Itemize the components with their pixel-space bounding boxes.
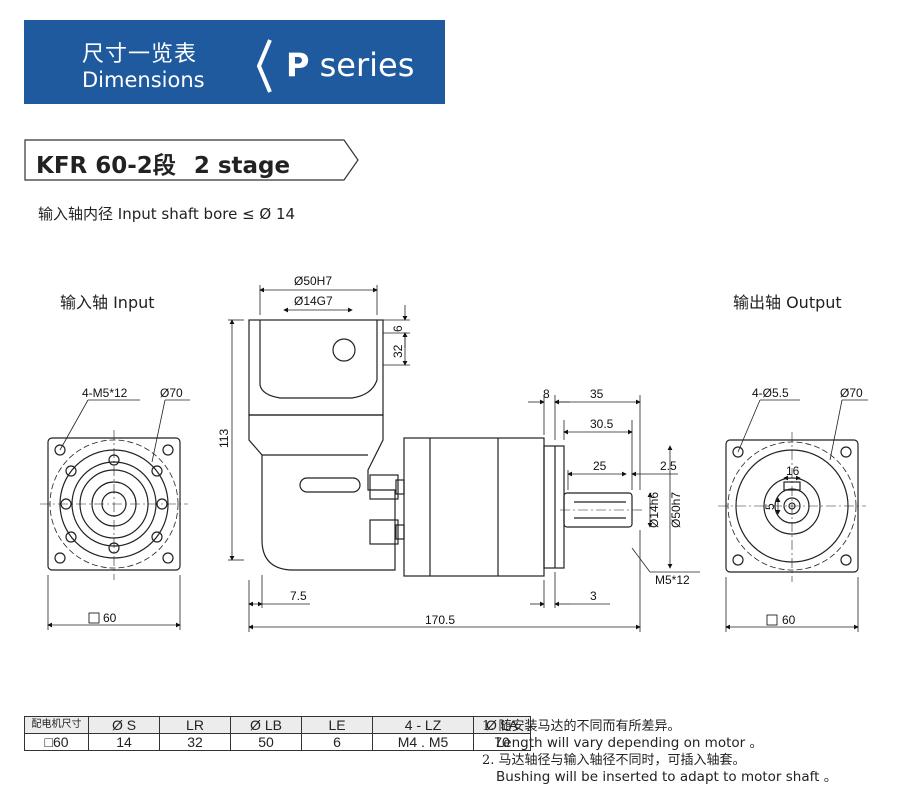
model-stage: 2 stage — [193, 153, 291, 179]
output-view-label: 输出轴 Output — [733, 293, 842, 312]
depth-6-dim: 6 — [391, 325, 405, 332]
title-en: Dimensions — [82, 68, 205, 92]
tap-m5-dim: M5*12 — [655, 573, 690, 587]
key-16-dim: 16 — [786, 464, 800, 478]
table-row: □60 14 32 50 6 M4 . M5 70 — [24, 733, 531, 751]
key-5-dim: 5 — [763, 503, 777, 510]
gearbox-side-view — [248, 319, 645, 577]
notes: 1. 随安装马达的不同而有所差异。 Length will vary depen… — [482, 718, 837, 786]
note-1-cn: 1. 随安装马达的不同而有所差异。 — [482, 719, 681, 734]
len-8-dim: 8 — [543, 387, 550, 401]
series-title: P series — [286, 46, 414, 84]
model-code: KFR 60-2段 — [36, 153, 176, 179]
col-lr: LR — [159, 716, 231, 734]
col-lz: 4 - LZ — [372, 716, 474, 734]
col-s: Ø S — [88, 716, 160, 734]
bore-h7-dim: Ø50H7 — [294, 274, 332, 288]
col-motor-size: 配电机尺寸 — [24, 716, 89, 734]
bore-g7-dim: Ø14G7 — [294, 294, 333, 308]
series-word: series — [319, 46, 415, 84]
input-view-label: 输入轴 Input — [60, 293, 155, 312]
input-square-dim: 60 — [103, 611, 117, 625]
model-title: KFR 60-2段 2 stage — [24, 139, 360, 181]
shaft-14h6-dim: Ø14h6 — [647, 492, 661, 528]
note-2-cn: 2. 马达轴径与输入轴径不同时，可插入轴套。 — [482, 753, 746, 768]
len-7-5-dim: 7.5 — [290, 589, 307, 603]
height-113-dim: 113 — [217, 429, 231, 448]
motor-size-table: 配电机尺寸 Ø S LR Ø LB LE 4 - LZ Ø LA □60 14 … — [24, 716, 531, 751]
cell-lz: M4 . M5 — [372, 733, 474, 751]
len-3-dim: 3 — [590, 589, 597, 603]
note-1-en: Length will vary depending on motor 。 — [496, 735, 763, 751]
cell-size: □60 — [24, 733, 89, 751]
table-header-row: 配电机尺寸 Ø S LR Ø LB LE 4 - LZ Ø LA — [24, 716, 531, 734]
output-flange-view — [718, 432, 866, 582]
header-banner: 尺寸一览表 Dimensions P series — [24, 20, 445, 104]
cell-le: 6 — [301, 733, 373, 751]
cell-lb: 50 — [230, 733, 302, 751]
col-lb: Ø LB — [230, 716, 302, 734]
input-holes-dim: 4-M5*12 — [82, 386, 128, 400]
pilot-50h7-dim: Ø50h7 — [669, 492, 683, 528]
col-le: LE — [301, 716, 373, 734]
len-35-dim: 35 — [590, 387, 604, 401]
input-flange-view — [40, 430, 188, 580]
len-30-5-dim: 30.5 — [590, 417, 614, 431]
depth-32-dim: 32 — [391, 344, 405, 358]
input-pcd-dim: Ø70 — [160, 386, 183, 400]
output-square-dim: 60 — [782, 613, 796, 627]
output-holes-dim: 4-Ø5.5 — [752, 386, 789, 400]
series-letter: P — [286, 46, 310, 84]
total-length-dim: 170.5 — [425, 613, 455, 627]
cell-lr: 32 — [159, 733, 231, 751]
len-2-5-dim: 2.5 — [660, 459, 677, 473]
cell-s: 14 — [88, 733, 160, 751]
note-2-en: Bushing will be inserted to adapt to mot… — [496, 769, 838, 785]
chevron-left-icon — [256, 39, 272, 93]
output-pcd-dim: Ø70 — [840, 386, 863, 400]
len-25-dim: 25 — [593, 459, 607, 473]
input-bore-note: 输入轴内径 Input shaft bore ≤ Ø 14 — [38, 205, 296, 223]
technical-drawing: 4-M5*12 Ø70 60 — [40, 274, 868, 632]
title-cn: 尺寸一览表 — [82, 42, 198, 67]
cell-la: 70 — [473, 733, 531, 751]
